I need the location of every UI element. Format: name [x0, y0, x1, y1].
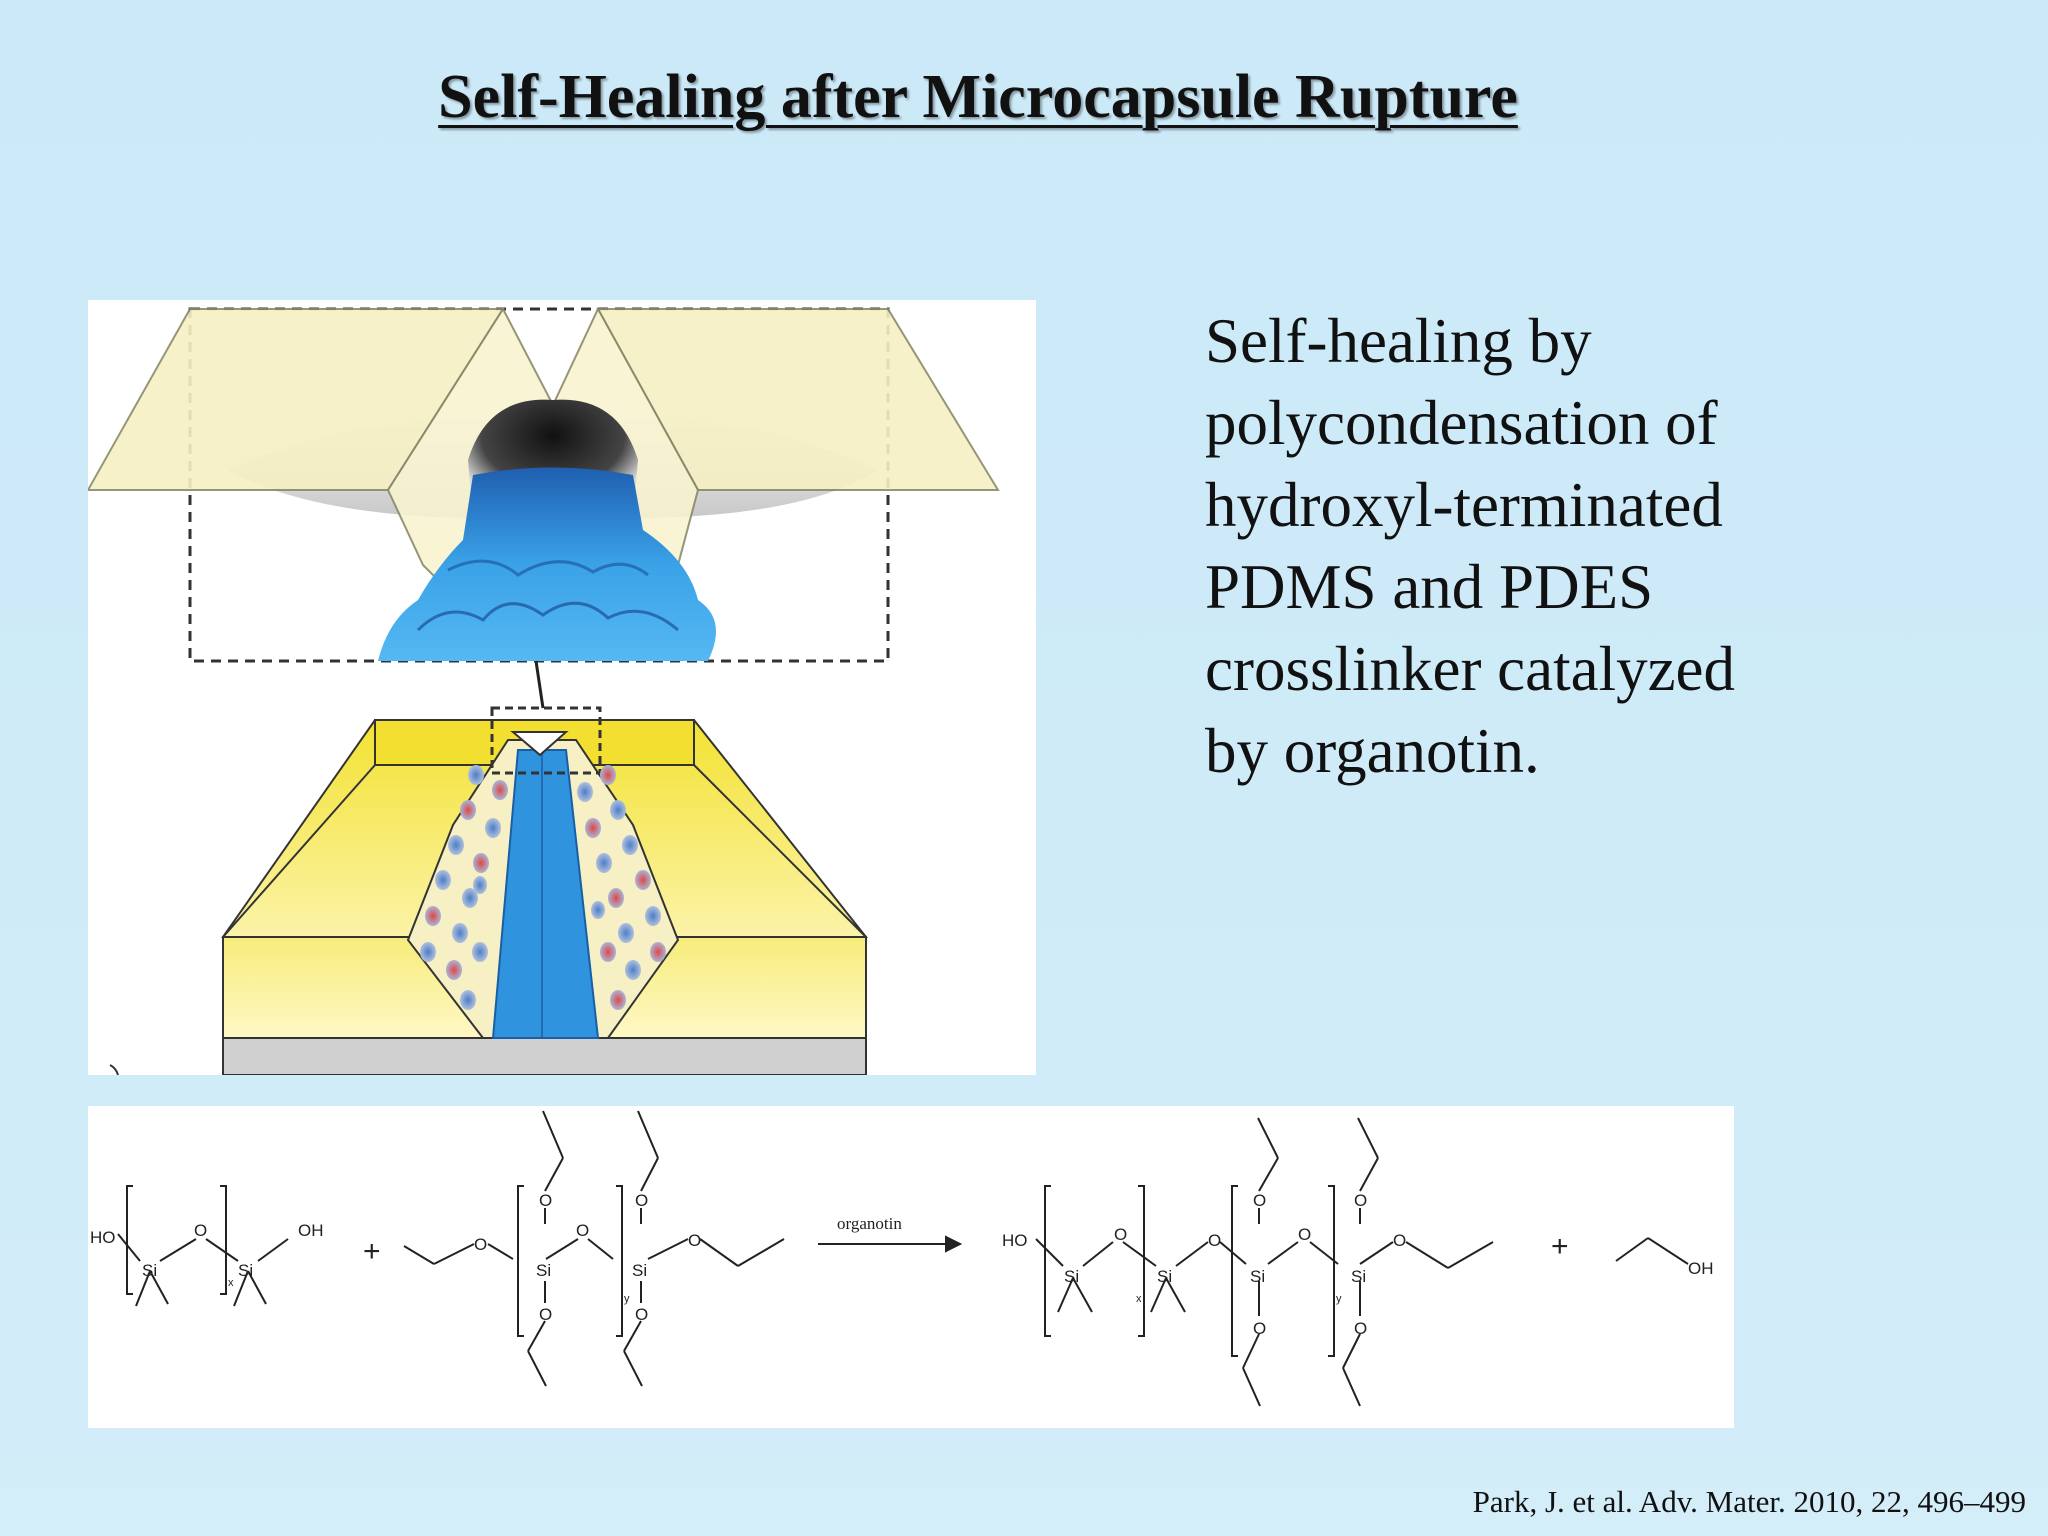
microcapsules [420, 765, 666, 1010]
body-line-3: hydroxyl-terminated [1205, 470, 1723, 540]
body-line-5: crosslinker catalyzed [1205, 634, 1735, 704]
substrate-base [222, 1037, 867, 1075]
crack-zoom-marker [490, 706, 602, 775]
si-label-2: Si [238, 1261, 253, 1280]
body-line-4: PDMS and PDES [1205, 552, 1654, 622]
illustration-svg [88, 306, 1000, 1075]
slide-title: Self-Healing after Microcapsule Rupture [438, 63, 1518, 131]
crack-healing-agent [491, 749, 600, 1039]
o-label-3: O [539, 1191, 552, 1210]
x-label-1: x [228, 1277, 234, 1289]
o-label-12: O [1253, 1319, 1266, 1338]
o-label-2: O [474, 1235, 487, 1254]
o-label-1: O [194, 1221, 207, 1240]
citation: Park, J. et al. Adv. Mater. 2010, 22, 49… [1472, 1484, 2026, 1519]
o-label-16: O [1393, 1231, 1406, 1250]
o-label-6: O [635, 1191, 648, 1210]
si-label-6: Si [1157, 1267, 1172, 1286]
body-line-6: by organotin. [1205, 716, 1540, 786]
ho-label-2: HO [1002, 1231, 1028, 1250]
ho-label-1: HO [90, 1228, 116, 1247]
o-label-8: O [688, 1231, 701, 1250]
o-label-14: O [1354, 1191, 1367, 1210]
body-line-2: polycondensation of [1205, 388, 1718, 458]
body-text: Self-healing by polycondensation of hydr… [1205, 300, 1885, 792]
microcapsule-rupture-illustration [88, 300, 1036, 1075]
plus-1: + [363, 1235, 381, 1268]
o-label-13: O [1298, 1225, 1311, 1244]
y-label-2: y [1336, 1293, 1342, 1305]
reaction-scheme: HO Si O x Si OH + O Si O O O y Si O O O … [88, 1106, 1734, 1428]
organotin-label: organotin [837, 1214, 902, 1233]
o-label-10: O [1208, 1231, 1221, 1250]
o-label-4: O [539, 1305, 552, 1324]
body-line-1: Self-healing by [1205, 306, 1592, 376]
o-label-9: O [1114, 1225, 1127, 1244]
o-label-5: O [576, 1221, 589, 1240]
si-label-3: Si [536, 1261, 551, 1280]
y-label-1: y [624, 1293, 630, 1305]
si-label-4: Si [632, 1261, 647, 1280]
si-label-8: Si [1351, 1267, 1366, 1286]
plus-2: + [1551, 1230, 1569, 1263]
oh-label-2: OH [1688, 1259, 1714, 1278]
o-label-7: O [635, 1305, 648, 1324]
o-label-15: O [1354, 1319, 1367, 1338]
si-label-1: Si [142, 1261, 157, 1280]
reaction-svg: HO Si O x Si OH + O Si O O O y Si O O O … [90, 1110, 1714, 1407]
o-label-11: O [1253, 1191, 1266, 1210]
x-label-2: x [1136, 1293, 1142, 1305]
si-label-7: Si [1250, 1267, 1265, 1286]
si-label-5: Si [1064, 1267, 1079, 1286]
oh-label-1: OH [298, 1221, 324, 1240]
zoom-connector [534, 660, 545, 709]
